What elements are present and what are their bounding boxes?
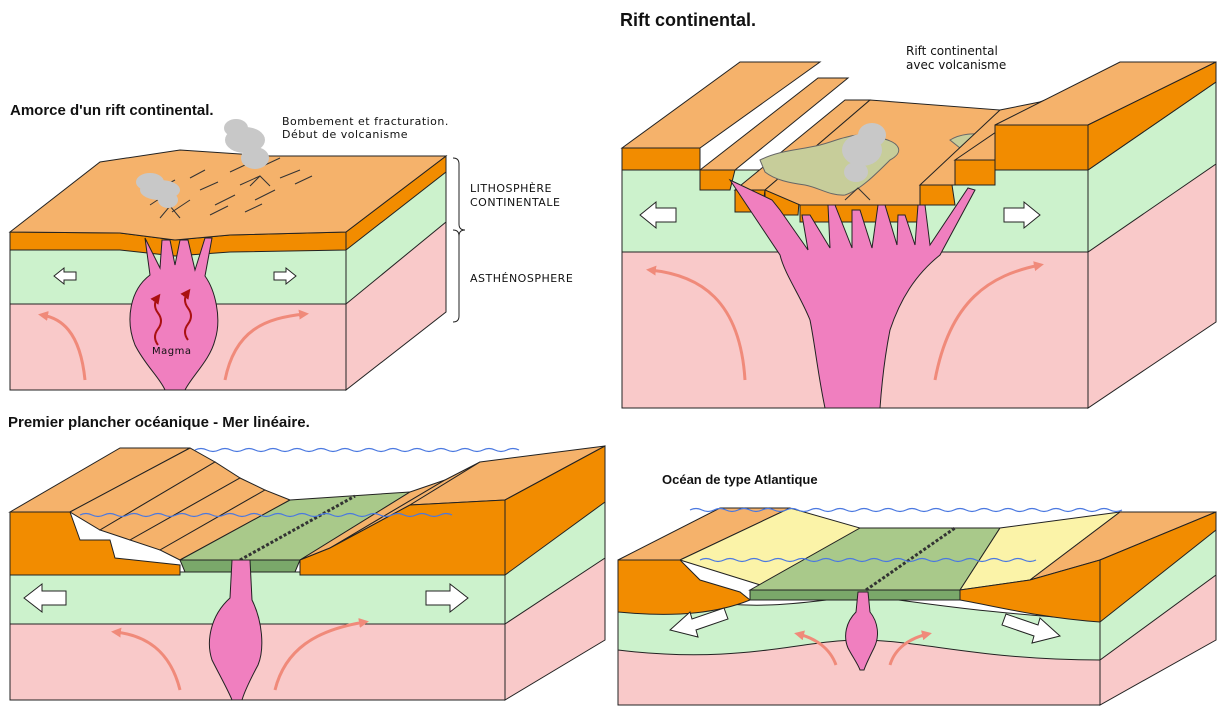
asthenosphere-bracket xyxy=(453,230,459,322)
lithosphere-label-line1: LITHOSPHÈRE xyxy=(470,182,552,195)
p2-left-block-front xyxy=(622,148,700,170)
panel2-note-line1: Rift continental xyxy=(906,44,998,58)
panel3-title: Premier plancher océanique - Mer linéair… xyxy=(8,414,310,431)
p2-right-block-front xyxy=(995,125,1088,170)
panel-atlantic-ocean xyxy=(618,508,1216,705)
magma-label: Magma xyxy=(152,345,191,358)
p2-step-front xyxy=(920,185,955,205)
panel1-note-line2: Début de volcanisme xyxy=(282,128,408,141)
panel-linear-sea xyxy=(10,446,605,700)
water-surface-icon xyxy=(195,449,519,452)
panel2-note-line2: avec volcanisme xyxy=(906,58,1006,72)
panel2-title: Rift continental. xyxy=(620,10,756,31)
p4-ocean-floor-front xyxy=(750,590,960,600)
panel-initial-rift xyxy=(10,119,465,390)
asthenosphere-label: ASTHÉNOSPHERE xyxy=(470,272,573,285)
lithosphere-label-line2: CONTINENTALE xyxy=(470,196,560,209)
panel4-title: Océan de type Atlantique xyxy=(662,472,818,487)
panel-continental-rift xyxy=(622,62,1216,408)
panel1-title: Amorce d'un rift continental. xyxy=(10,102,214,119)
lithosphere-bracket xyxy=(453,158,465,236)
p2-step-front xyxy=(955,160,995,185)
panel1-note-line1: Bombement et fracturation. xyxy=(282,115,449,128)
